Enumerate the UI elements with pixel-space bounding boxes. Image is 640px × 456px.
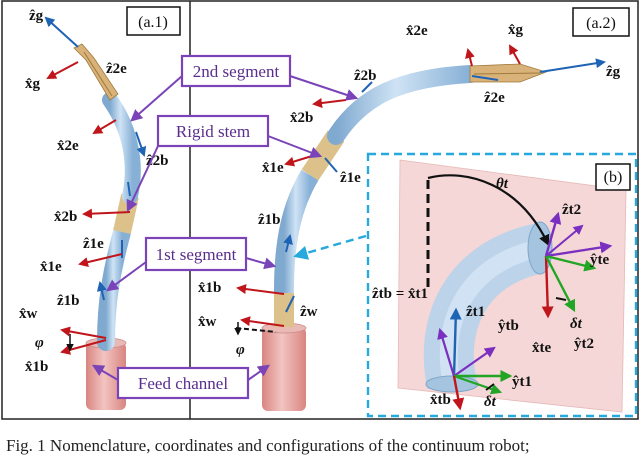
svg-text:x̂2e: x̂2e — [57, 138, 79, 154]
robot-a2 — [261, 63, 548, 411]
callout-rigid-stem: Rigid stem — [126, 114, 323, 213]
svg-text:ẑ2b: ẑ2b — [354, 68, 377, 84]
svg-text:ŷte: ŷte — [590, 252, 609, 268]
svg-text:2nd segment: 2nd segment — [193, 62, 280, 81]
svg-text:x̂w: x̂w — [198, 314, 217, 330]
robot-a1 — [73, 43, 141, 410]
panel-tag-a2: (a.2) — [572, 7, 630, 37]
svg-text:ẑ2e: ẑ2e — [106, 61, 127, 77]
second-segment-a2 — [327, 65, 479, 145]
figure-border — [1, 0, 639, 420]
svg-text:Feed channel: Feed channel — [138, 374, 228, 393]
svg-text:ẑ1e: ẑ1e — [340, 170, 361, 186]
svg-text:x̂1b: x̂1b — [198, 280, 221, 296]
svg-text:ŷtb: ŷtb — [498, 318, 519, 334]
svg-text:ẑ1b: ẑ1b — [258, 212, 281, 228]
axes-a2 — [234, 44, 606, 336]
labels-a1: ẑg x̂g ẑ2e x̂2e ẑ2b x̂2b ẑ1e x̂1e ẑ1b x̂… — [19, 8, 169, 375]
svg-text:ẑtb = x̂t1: ẑtb = x̂t1 — [372, 286, 428, 302]
panel-b — [293, 152, 638, 418]
svg-text:ẑw: ẑw — [300, 304, 318, 320]
svg-text:φ: φ — [35, 335, 44, 351]
svg-text:x̂1e: x̂1e — [40, 259, 62, 275]
gripper-a1 — [73, 43, 119, 101]
svg-text:(a.1): (a.1) — [138, 14, 168, 31]
first-segment-a2 — [274, 169, 319, 327]
svg-text:x̂w: x̂w — [19, 306, 38, 322]
callout-feed-channel: Feed channel — [91, 364, 270, 400]
svg-text:ẑ2e: ẑ2e — [484, 90, 505, 106]
svg-text:x̂g: x̂g — [25, 76, 41, 92]
figure-caption: Fig. 1 Nomenclature, coordinates and con… — [6, 436, 530, 455]
svg-text:φ: φ — [236, 342, 245, 358]
labels-a2: x̂2e x̂g ẑg ẑ2e ẑ2b x̂2b ẑ1e x̂1e ẑ1b x̂… — [198, 22, 621, 358]
feed-channel-a1 — [86, 342, 126, 410]
svg-text:1st segment: 1st segment — [156, 245, 237, 264]
svg-text:ẑ1e: ẑ1e — [83, 236, 104, 252]
svg-text:x̂g: x̂g — [508, 22, 524, 38]
svg-text:θt: θt — [496, 176, 509, 192]
callout-second-segment: 2nd segment — [130, 54, 359, 122]
svg-text:ẑt2: ẑt2 — [562, 202, 581, 218]
svg-text:Rigid stem: Rigid stem — [176, 122, 250, 141]
svg-text:(a.2): (a.2) — [586, 15, 616, 32]
svg-text:x̂te: x̂te — [532, 340, 551, 356]
svg-text:(b): (b) — [604, 169, 623, 186]
svg-text:ẑg: ẑg — [29, 8, 44, 24]
first-segment-a1 — [97, 223, 131, 351]
svg-text:ŷt1: ŷt1 — [512, 374, 532, 390]
svg-text:x̂2b: x̂2b — [54, 209, 77, 225]
panel-tag-a1: (a.1) — [126, 6, 181, 36]
panel-tag-b: (b) — [595, 163, 631, 191]
svg-text:x̂1e: x̂1e — [262, 160, 284, 176]
feed-channel-a2 — [262, 327, 306, 411]
svg-text:ẑ1b: ẑ1b — [57, 293, 80, 309]
svg-text:ŷt2: ŷt2 — [574, 336, 594, 352]
labels-b: θt ẑt2 ŷte ẑtb = x̂t1 ẑt1 ŷtb δt x̂te ŷt… — [372, 176, 609, 410]
svg-text:δt: δt — [484, 394, 497, 410]
callout-first-segment: 1st segment — [106, 236, 277, 292]
svg-text:ẑ2b: ẑ2b — [146, 153, 169, 169]
svg-text:ẑt1: ẑt1 — [466, 304, 485, 320]
second-segment-a1 — [102, 92, 141, 204]
svg-text:δt: δt — [570, 316, 583, 332]
svg-text:x̂2b: x̂2b — [290, 110, 313, 126]
svg-text:x̂1b: x̂1b — [25, 359, 48, 375]
svg-text:x̂2e: x̂2e — [406, 23, 428, 39]
axes-a1 — [44, 16, 147, 355]
svg-text:x̂tb: x̂tb — [430, 392, 451, 408]
svg-text:ẑg: ẑg — [606, 64, 621, 80]
